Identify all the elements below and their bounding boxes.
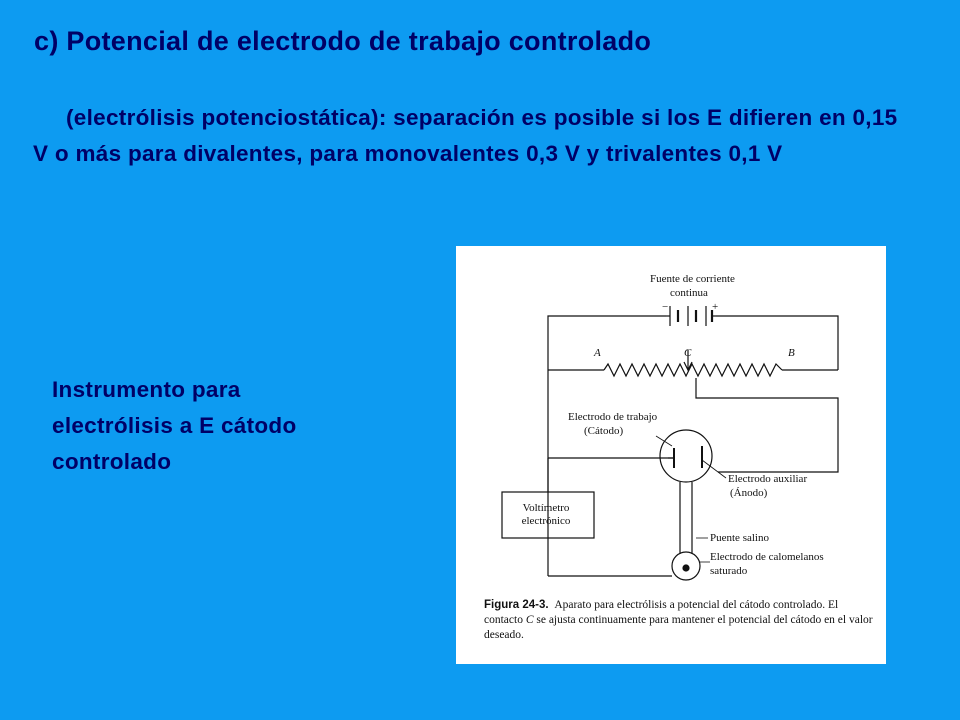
label-calomel-1: Electrodo de calomelanos (710, 551, 824, 563)
circuit-diagram: Fuente de corriente continua − + A C B E… (501, 273, 839, 581)
label-salt-bridge: Puente salino (710, 532, 769, 544)
label-point-c: C (684, 347, 692, 359)
figure-caption-italic: C (525, 614, 534, 626)
label-calomel-2: saturado (710, 565, 748, 577)
label-plus: + (712, 301, 718, 313)
label-work-electrode-1: Electrodo de trabajo (568, 411, 658, 423)
label-source-1: Fuente de corriente (650, 273, 735, 285)
voltmeter-label-1: Voltímetro (522, 502, 570, 514)
label-aux-electrode-2: (Ánodo) (730, 487, 768, 499)
figure-caption-text-2: se ajusta continuamente para mantener el… (484, 614, 873, 641)
instrument-caption: Instrumento para electrólisis a E cátodo… (52, 377, 297, 474)
slide-title: c) Potencial de electrodo de trabajo con… (34, 26, 652, 56)
figure-caption-text-1: Aparato para electrólisis a potencial de… (484, 599, 839, 626)
label-aux-electrode-1: Electrodo auxiliar (728, 473, 807, 485)
figure-caption: Figura 24-3. Aparato para electrólisis a… (484, 598, 874, 643)
apparatus-figure: Fuente de corriente continua − + A C B E… (456, 246, 886, 664)
label-point-a: A (593, 347, 601, 359)
voltmeter-label: Voltímetro electrónico (504, 502, 588, 528)
label-point-b: B (788, 347, 795, 359)
label-minus: − (662, 301, 668, 313)
slide-body-text: (electrólisis potenciostática): separaci… (33, 105, 898, 166)
voltmeter-label-2: electrónico (521, 515, 571, 527)
label-source-2: continua (670, 287, 708, 299)
label-work-electrode-2: (Cátodo) (584, 425, 623, 437)
figure-caption-label: Figura 24-3. (484, 599, 549, 611)
